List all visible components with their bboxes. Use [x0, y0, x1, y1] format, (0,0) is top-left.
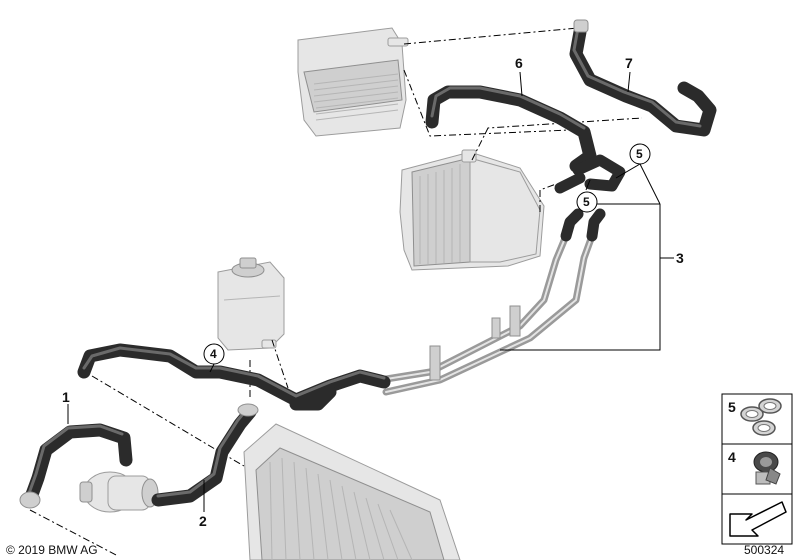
hose-7 [569, 19, 717, 137]
callout-5a: 5 [636, 147, 643, 161]
charge-air-cooler-part [297, 27, 409, 137]
hose-4 [77, 343, 391, 411]
copyright-text: © 2019 BMW AG [6, 543, 98, 557]
coolant-pipe-assembly [376, 232, 596, 396]
callout-6: 6 [515, 55, 523, 71]
legend-arrow-panel [721, 493, 793, 545]
heat-exchanger-part [399, 149, 545, 271]
hose-2 [151, 403, 259, 507]
legend-item-4: 4 [721, 443, 793, 495]
direction-arrow-icon [729, 501, 787, 537]
callout-1: 1 [62, 389, 70, 405]
legend-item-5-number: 5 [728, 399, 736, 415]
callout-5b-circle: 5 [576, 191, 598, 213]
callout-7: 7 [625, 55, 633, 71]
callout-4: 4 [210, 347, 217, 361]
hose-1 [19, 423, 133, 509]
callout-2: 2 [199, 513, 207, 529]
callout-5a-circle: 5 [629, 143, 651, 165]
leader-lines [67, 71, 674, 512]
expansion-tank-part [217, 257, 285, 351]
hose-6 [425, 85, 597, 173]
callout-4-circle: 4 [203, 343, 225, 365]
clip-holder-icon [753, 451, 781, 485]
legend: 5 4 [721, 393, 793, 545]
assembly-lines [29, 27, 643, 557]
legend-item-5: 5 [721, 393, 793, 445]
hose-connector-small [554, 154, 626, 242]
callout-5b: 5 [583, 195, 590, 209]
hose-clamp-icon [740, 398, 782, 436]
diagram-id: 500324 [744, 543, 784, 557]
radiator-part [243, 423, 461, 560]
callout-3: 3 [676, 250, 684, 266]
water-pump-part [79, 471, 159, 513]
legend-item-4-number: 4 [728, 449, 736, 465]
